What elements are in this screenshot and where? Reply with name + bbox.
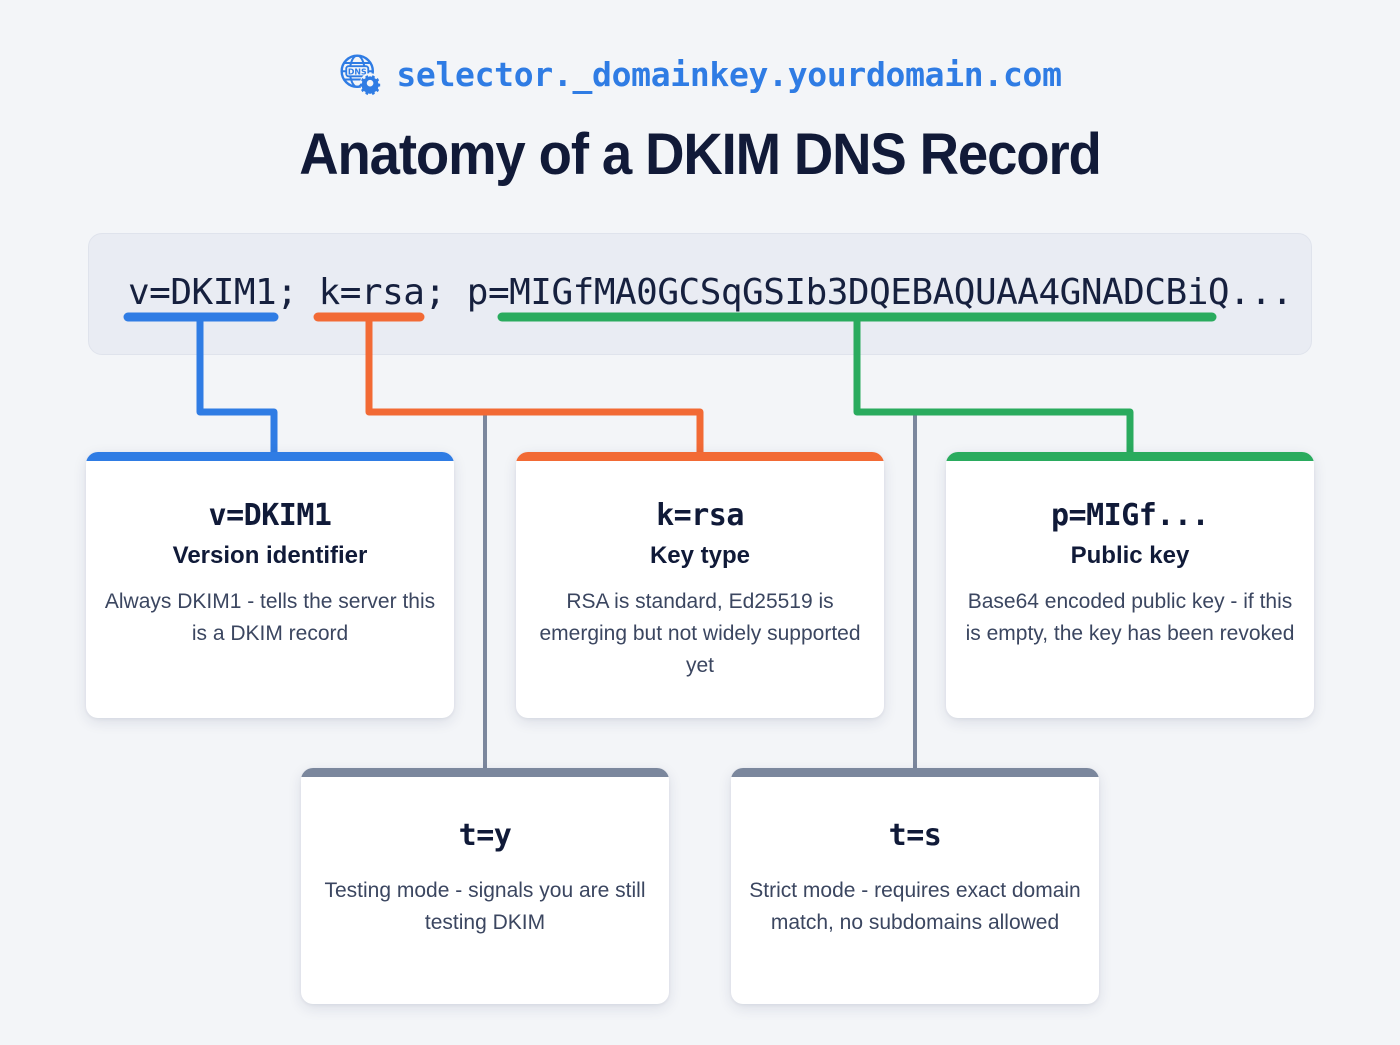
header: DNS selector._domainkey.yourdomain.com A… bbox=[0, 52, 1400, 188]
card-t-s-strict-mode[interactable]: t=s Strict mode - requires exact domain … bbox=[731, 768, 1099, 1004]
card-description: Always DKIM1 - tells the server this is … bbox=[104, 590, 436, 645]
card-v-dkim1[interactable]: v=DKIM1 Version identifier Always DKIM1 … bbox=[86, 452, 454, 718]
page-title: Anatomy of a DKIM DNS Record bbox=[299, 122, 1102, 187]
card-accent-bar bbox=[301, 768, 669, 777]
card-description: Base64 encoded public key - if this is e… bbox=[965, 590, 1295, 645]
card-code: t=y bbox=[458, 818, 512, 853]
card-accent-bar bbox=[86, 452, 454, 461]
card-subtitle: Key type bbox=[649, 542, 751, 569]
card-k-rsa[interactable]: k=rsa Key type RSA is standard, Ed25519 … bbox=[516, 452, 884, 718]
card-code: p=MIGf... bbox=[1050, 498, 1210, 533]
card-description: Strict mode - requires exact domain matc… bbox=[749, 879, 1081, 934]
card-accent-bar bbox=[731, 768, 1099, 777]
dns-record-string: v=DKIM1; k=rsa; p=MIGfMA0GCSqGSIb3DQEBAQ… bbox=[128, 272, 1293, 313]
card-code: t=s bbox=[888, 818, 942, 853]
selector-line: DNS selector._domainkey.yourdomain.com bbox=[338, 52, 1062, 96]
card-accent-bar bbox=[516, 452, 884, 461]
card-description: Testing mode - signals you are still tes… bbox=[324, 879, 646, 934]
selector-hostname: selector._domainkey.yourdomain.com bbox=[396, 54, 1062, 94]
card-code: k=rsa bbox=[656, 498, 744, 533]
card-t-y-testing-mode[interactable]: t=y Testing mode - signals you are still… bbox=[301, 768, 669, 1004]
card-subtitle: Public key bbox=[1070, 542, 1190, 569]
dns-globe-gear-icon: DNS bbox=[338, 52, 382, 96]
card-code: v=DKIM1 bbox=[208, 498, 332, 533]
svg-text:DNS: DNS bbox=[348, 67, 367, 76]
card-description: RSA is standard, Ed25519 is emerging but… bbox=[539, 590, 861, 677]
card-subtitle: Version identifier bbox=[172, 542, 368, 569]
card-accent-bar bbox=[946, 452, 1314, 461]
card-p-public-key[interactable]: p=MIGf... Public key Base64 encoded publ… bbox=[946, 452, 1314, 718]
